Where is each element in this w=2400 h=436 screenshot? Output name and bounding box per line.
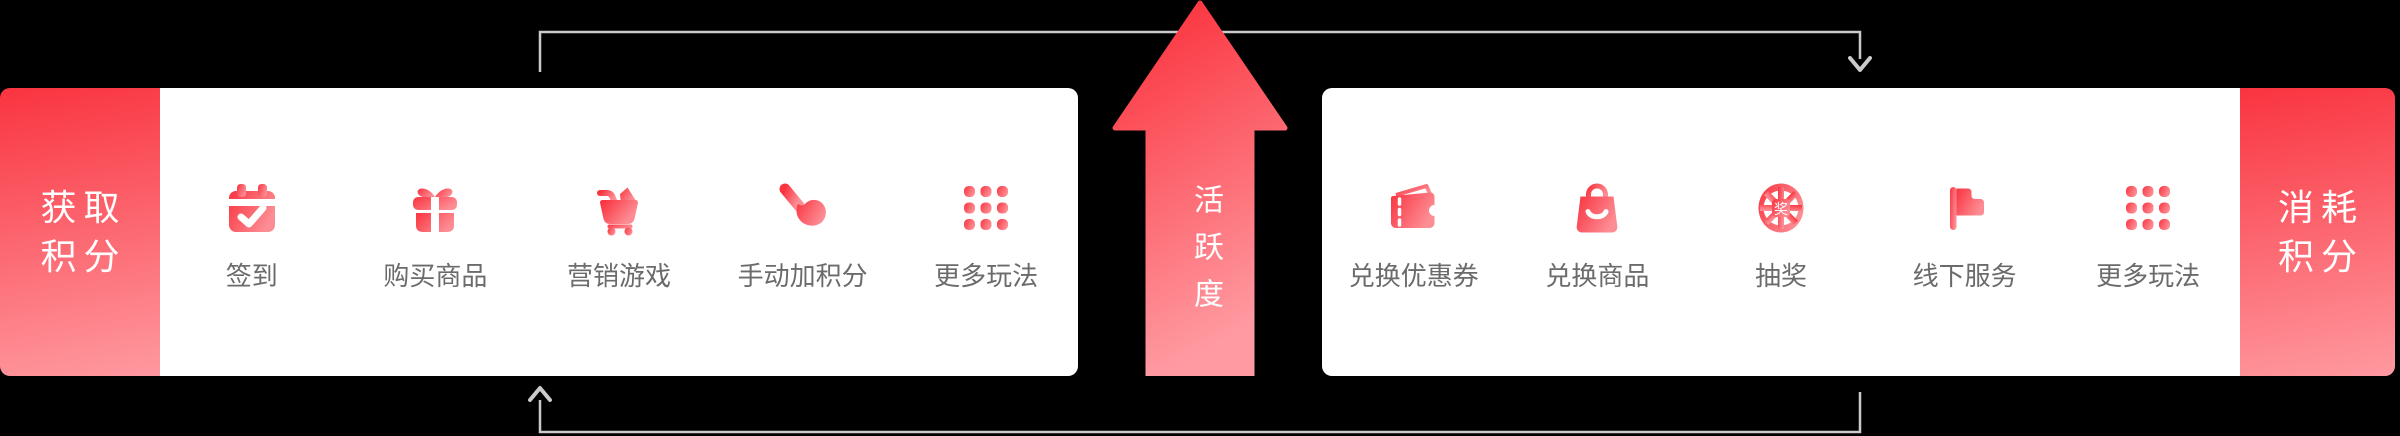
panel-text-line: 获取 — [40, 187, 127, 228]
spend-points-panel: 消耗 积分 — [2240, 88, 2395, 376]
panel-text-line: 积分 — [2277, 236, 2364, 277]
earn-item-manual-add: 手动加积分 — [711, 88, 895, 376]
item-label: 更多玩法 — [2096, 260, 2201, 291]
arrow-down-icon — [1848, 56, 1872, 72]
activity-arrow — [1112, 0, 1288, 376]
flag-icon — [1949, 186, 1984, 230]
item-label: 签到 — [225, 260, 278, 291]
item-label: 更多玩法 — [934, 260, 1039, 291]
item-label: 手动加积分 — [737, 260, 868, 291]
earn-item-purchase: 购买商品 — [344, 88, 528, 376]
spend-item-goods: 兑换商品 — [1506, 88, 1690, 376]
shopping-cart-icon — [596, 187, 638, 235]
grid-dots-icon — [2126, 185, 2171, 230]
item-label: 抽奖 — [1754, 260, 1807, 291]
calendar-check-icon — [228, 183, 275, 232]
earn-points-panel: 获取 积分 — [0, 88, 160, 376]
spend-item-offline-service: 线下服务 — [1873, 88, 2057, 376]
shopping-bag-icon — [1577, 182, 1618, 232]
spend-item-lottery: 奖 抽奖 — [1689, 88, 1873, 376]
panel-text-line: 消耗 — [2277, 187, 2364, 228]
prize-badge-char: 奖 — [1774, 201, 1788, 217]
earn-item-games: 营销游戏 — [527, 88, 711, 376]
spend-item-more: 更多玩法 — [2056, 88, 2240, 376]
item-label: 兑换商品 — [1545, 260, 1650, 291]
activity-arrow-label: 活跃度 — [1189, 184, 1222, 325]
arrow-up-icon — [528, 386, 552, 402]
coupon-icon — [1390, 183, 1440, 228]
grid-dots-icon — [964, 185, 1009, 230]
item-label: 兑换优惠券 — [1348, 260, 1479, 291]
earn-item-checkin: 签到 — [160, 88, 344, 376]
gift-icon — [413, 187, 458, 232]
hand-tap-icon — [779, 183, 826, 226]
bottom-connector-line — [538, 392, 1862, 434]
spend-item-coupon: 兑换优惠券 — [1322, 88, 1506, 376]
earn-points-group: 获取 积分 签到 — [0, 88, 1078, 376]
prize-badge-icon: 奖 — [1758, 183, 1804, 232]
item-label: 购买商品 — [383, 260, 488, 291]
spend-points-group: 兑换优惠券 兑换商品 — [1322, 88, 2395, 376]
spend-points-card: 兑换优惠券 兑换商品 — [1322, 88, 2240, 376]
panel-text-line: 积分 — [40, 236, 127, 277]
earn-item-more: 更多玩法 — [894, 88, 1078, 376]
item-label: 营销游戏 — [566, 260, 671, 291]
earn-points-card: 签到 购买商品 — [160, 88, 1078, 376]
item-label: 线下服务 — [1912, 260, 2017, 291]
